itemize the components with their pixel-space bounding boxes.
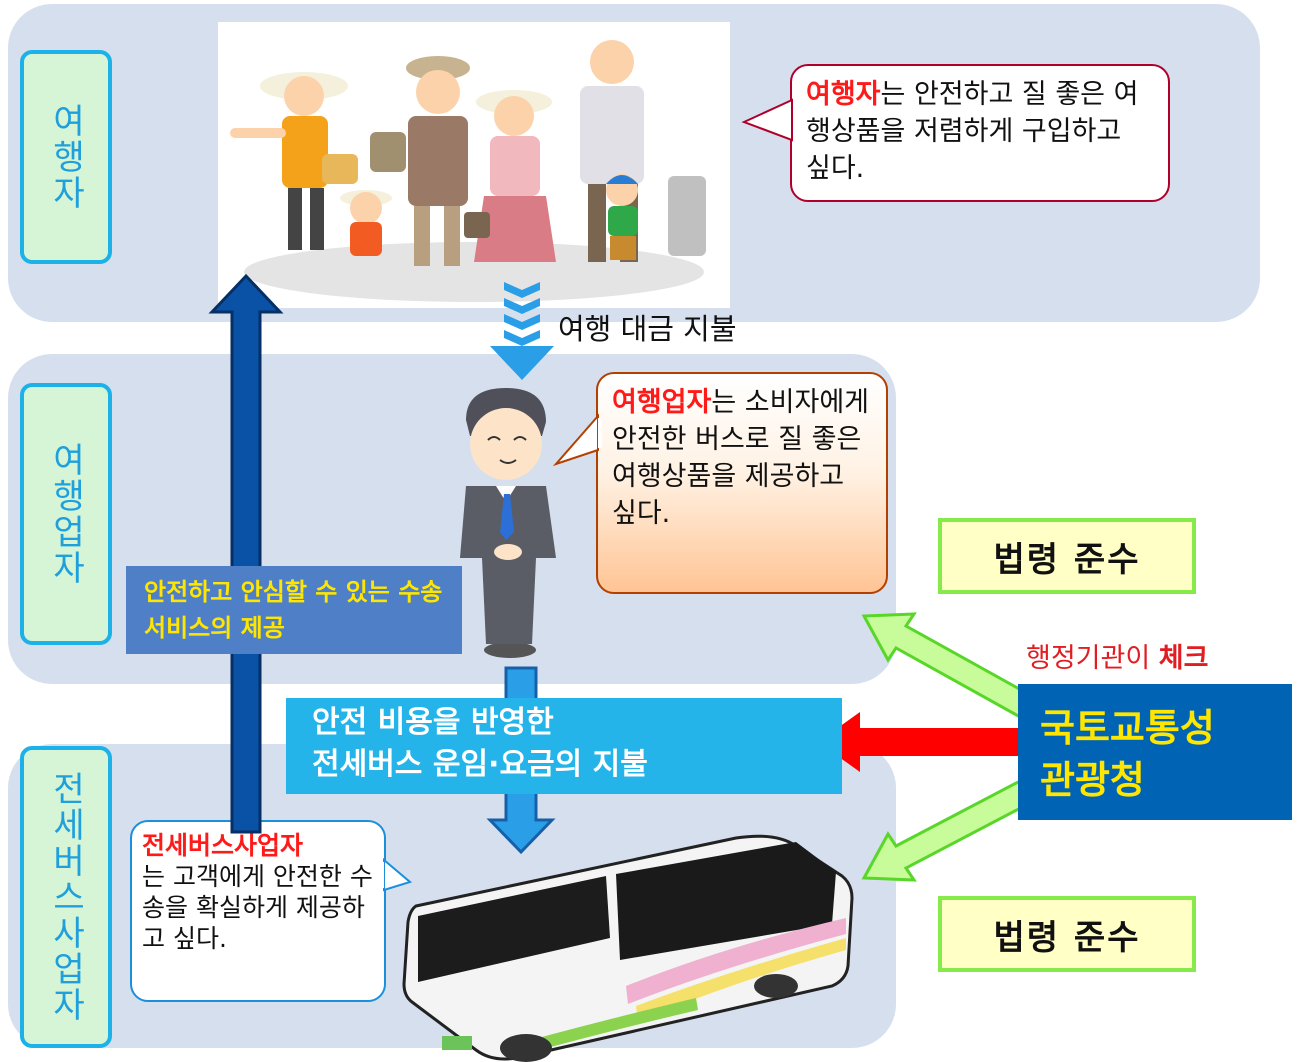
- bus-fare-payment-label: 안전 비용을 반영한 전세버스 운임·요금의 지불: [286, 698, 842, 794]
- agency-bubble-text: 는 소비자에게 안전한 버스로 질 좋은 여행상품을 제공하고 싶다.: [612, 387, 869, 529]
- compliance-arrow-bottom: [861, 777, 1034, 882]
- compliance-box-top: 법령 준수: [938, 518, 1196, 594]
- travel-fee-label: 여행 대금 지불: [558, 312, 737, 346]
- compliance-arrow-top: [861, 612, 1034, 721]
- safe-transport-service-label: 안전하고 안심할 수 있는 수송 서비스의 제공: [126, 566, 462, 654]
- check-bold: 체크: [1158, 643, 1209, 674]
- service-arrow-up: [208, 273, 284, 834]
- bus-operator-highlight: 전세버스사업자: [142, 831, 304, 860]
- agency-bubble-tail: [552, 413, 599, 467]
- check-arrow-left: [818, 712, 1018, 772]
- check-prefix: 행정기관이: [1026, 643, 1159, 674]
- compliance-box-bottom: 법령 준수: [938, 896, 1196, 972]
- role-label-agency: 여행업자: [20, 383, 112, 645]
- ministry-name: 국토교통성: [1040, 706, 1215, 750]
- traveler-speech-bubble: 여행자는 안전하고 질 좋은 여행상품을 저렴하게 구입하고 싶다.: [790, 64, 1170, 202]
- authority-check-label: 행정기관이 체크: [1026, 636, 1208, 675]
- traveler-bubble-text: 는 안전하고 질 좋은 여행상품을 저렴하게 구입하고 싶다.: [806, 79, 1139, 184]
- role-label-bus-operator: 전세버스사업자: [20, 746, 112, 1048]
- payment-line-1: 안전 비용을 반영한: [312, 705, 554, 740]
- bus-bubble-tail: [383, 857, 413, 892]
- agency-highlight: 여행업자: [612, 387, 712, 418]
- bowing-businessman-illustration: [444, 382, 580, 660]
- traveler-bubble-tail: [741, 98, 793, 142]
- tour-bus-illustration: [396, 826, 856, 1062]
- traveler-highlight: 여행자: [806, 79, 881, 110]
- bus-operator-bubble-text: 는 고객에게 안전한 수송을 확실하게 제공하고 싶다.: [142, 862, 373, 953]
- ministry-box: 국토교통성 관광청: [1018, 684, 1292, 820]
- tourism-agency-name: 관광청: [1040, 758, 1145, 802]
- family-travelers-illustration: [218, 22, 730, 308]
- role-label-traveler: 여행자: [20, 50, 112, 264]
- travel-fee-arrow-down: [490, 282, 554, 380]
- agency-speech-bubble: 여행업자는 소비자에게 안전한 버스로 질 좋은 여행상품을 제공하고 싶다.: [596, 372, 888, 594]
- payment-line-2: 전세버스 운임·요금의 지불: [312, 747, 648, 782]
